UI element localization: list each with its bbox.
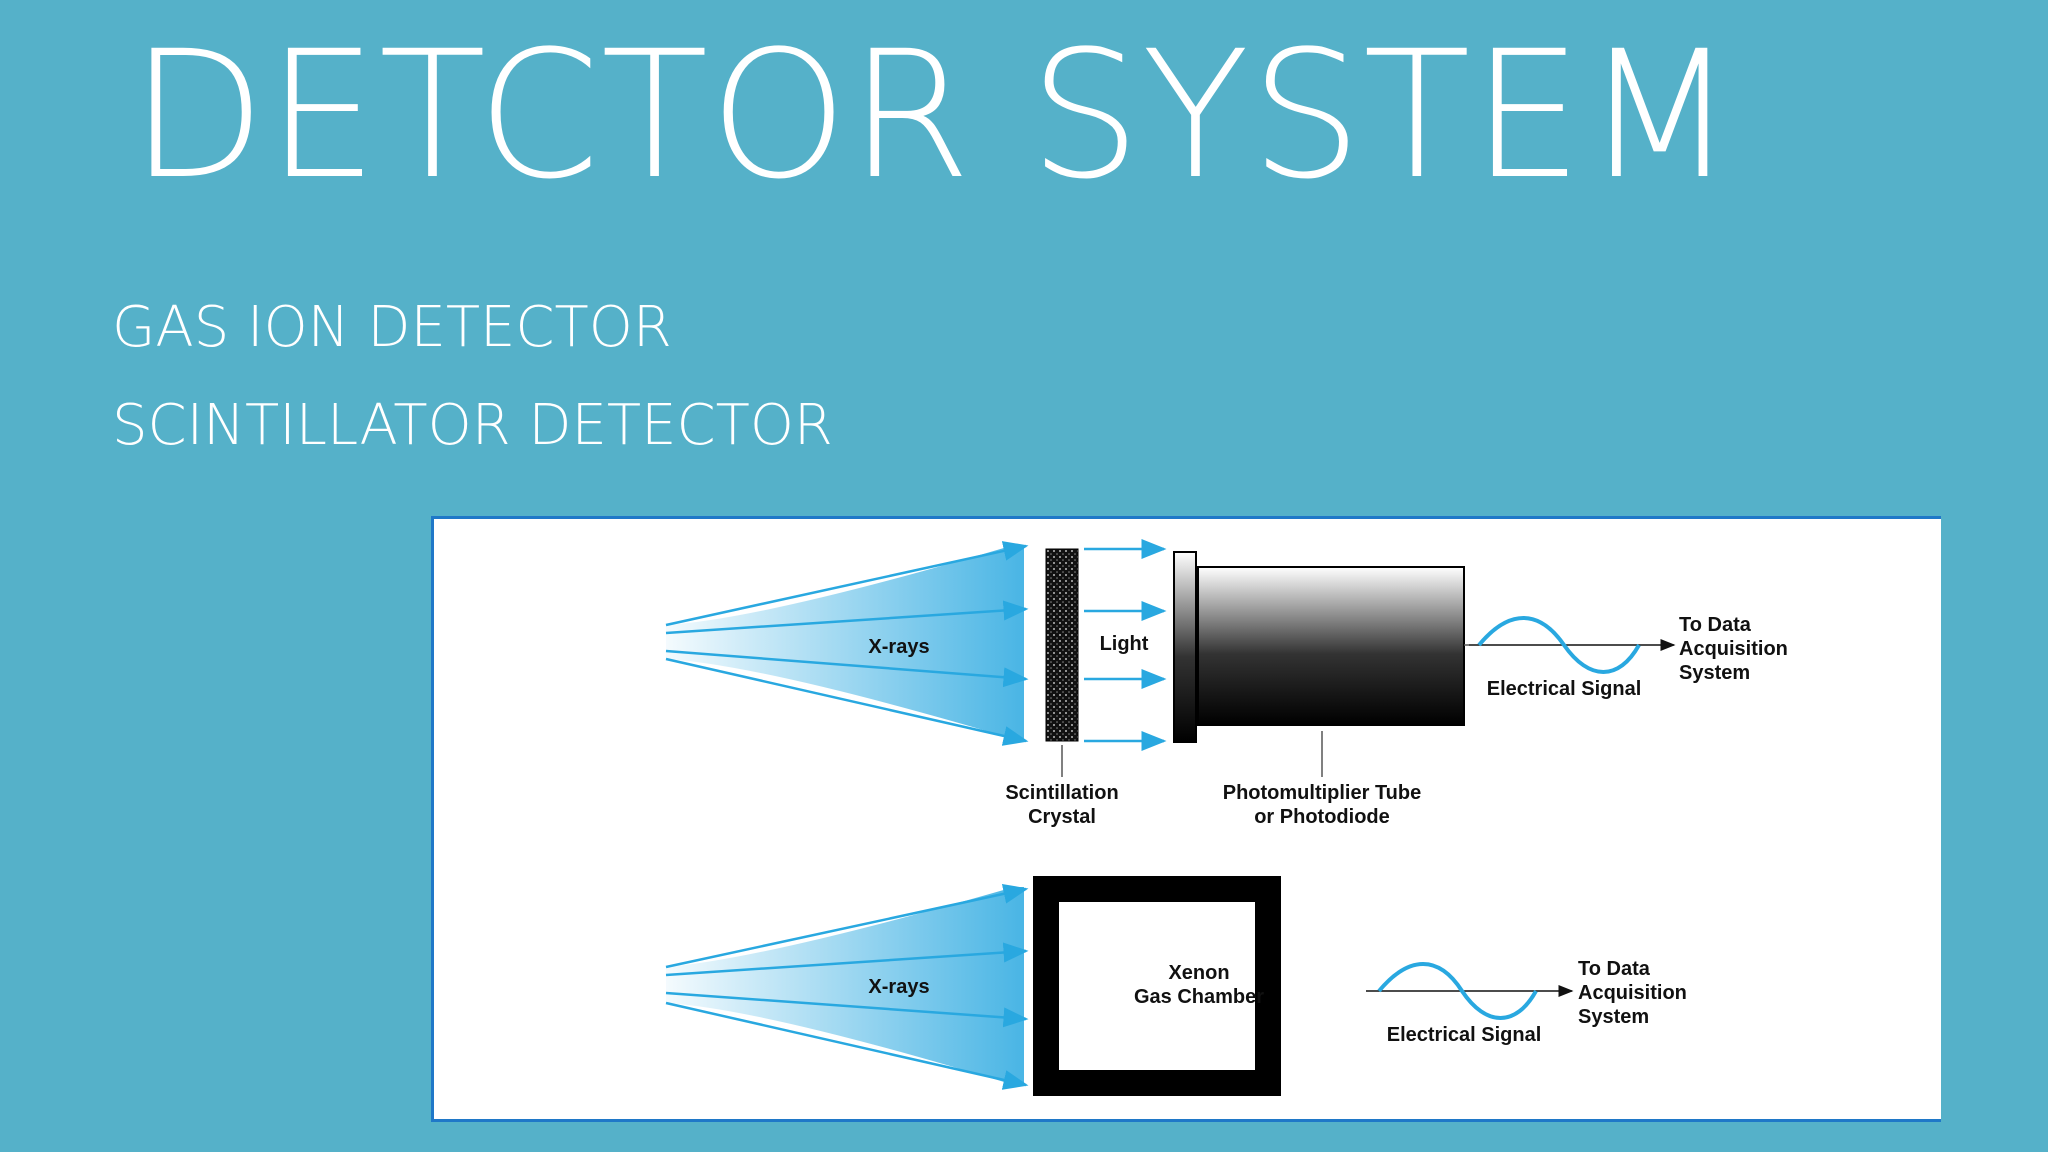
scintillation-crystal (1045, 548, 1079, 742)
light-arrows (1084, 539, 1167, 751)
crystal-label-1: Scintillation (1005, 782, 1118, 804)
chamber-label-1: Xenon (1168, 962, 1229, 984)
chamber-label-2: Gas Chamber (1134, 986, 1264, 1008)
detector-diagram-svg: X-rays Light Scintillation Crystal Photo… (665, 539, 1788, 1096)
gas-ion-diagram: X-rays Xenon Gas Chamber Electrical Sign… (665, 876, 1687, 1096)
xrays-label-bottom: X-rays (868, 976, 929, 998)
xray-rays-bottom (665, 883, 1029, 1090)
xenon-gas-chamber (1033, 876, 1281, 1096)
to-daq-bottom-1: To Data (1578, 958, 1651, 980)
signal-label-top: Electrical Signal (1487, 678, 1642, 700)
xray-beam-top (666, 545, 1024, 739)
pmt-label-2: or Photodiode (1254, 806, 1390, 828)
to-daq-top-1: To Data (1679, 614, 1752, 636)
photomultiplier-tube (1197, 566, 1465, 726)
xray-rays-top (665, 541, 1029, 746)
crystal-label-2: Crystal (1028, 806, 1096, 828)
signal-label-bottom: Electrical Signal (1387, 1024, 1542, 1046)
to-daq-bottom-2: Acquisition (1578, 982, 1687, 1004)
to-daq-top-3: System (1679, 662, 1750, 684)
to-daq-top-2: Acquisition (1679, 638, 1788, 660)
to-daq-bottom-3: System (1578, 1006, 1649, 1028)
bullet-scintillator-detector: SCINTILLATOR DETECTOR (112, 393, 833, 458)
xray-beam-bottom (666, 887, 1024, 1085)
scintillator-diagram: X-rays Light Scintillation Crystal Photo… (665, 539, 1788, 828)
bullet-gas-ion-detector: GAS ION DETECTOR (112, 295, 672, 360)
xrays-label-top: X-rays (868, 636, 929, 658)
signal-wave-bottom (1377, 962, 1538, 1020)
signal-wave-top (1477, 616, 1641, 674)
light-label: Light (1100, 633, 1149, 655)
pmt-window (1173, 551, 1197, 743)
detector-diagram: X-rays Light Scintillation Crystal Photo… (431, 516, 1941, 1122)
slide-title: DETCTOR SYSTEM (130, 13, 1737, 218)
pmt-label-1: Photomultiplier Tube (1223, 782, 1422, 804)
